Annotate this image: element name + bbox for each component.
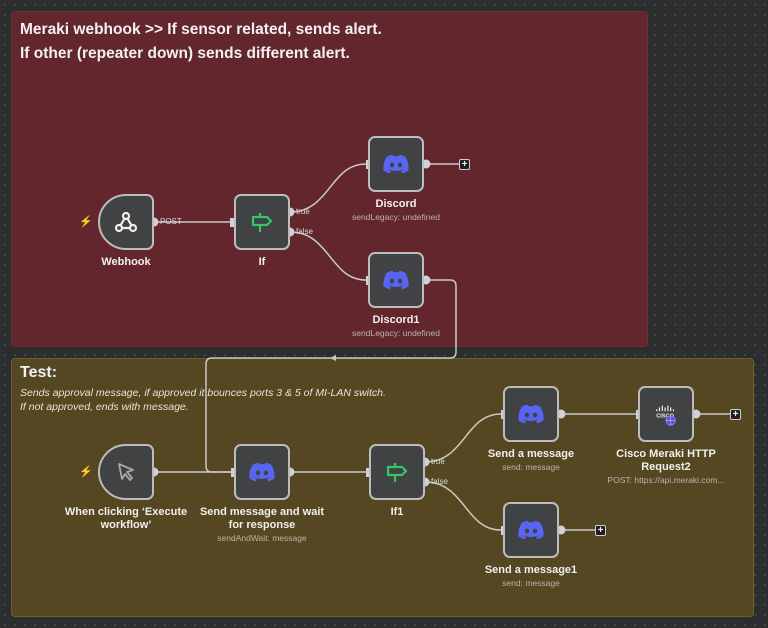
node-label: Cisco Meraki HTTP Request2 (596, 448, 736, 474)
node-label-line2: Request2 (641, 461, 691, 473)
node-subtitle: sendLegacy: undefined (352, 328, 440, 338)
arrowhead (330, 355, 336, 361)
node-label-line2: workflow’ (100, 519, 152, 531)
node-webhook[interactable] (98, 194, 154, 250)
port-label-false: false (431, 477, 448, 486)
port-label-true: true (296, 207, 310, 216)
add-node-button[interactable]: + (730, 409, 741, 420)
sticky-note-meraki-webhook[interactable]: Meraki webhook >> If sensor related, sen… (11, 11, 648, 347)
node-discord1[interactable] (368, 252, 424, 308)
trigger-bolt-icon: ⚡ (79, 216, 93, 228)
sticky-desc-line1: Sends approval message, if approved it b… (20, 387, 386, 399)
input-port (366, 468, 370, 477)
signpost-icon (248, 208, 276, 236)
node-send-message1[interactable] (503, 502, 559, 558)
signpost-icon (383, 458, 411, 486)
connection-if1-sendmsg (424, 413, 502, 463)
node-subtitle: POST: https://api.meraki.com... (607, 475, 725, 485)
node-label: Send a message1 (484, 564, 578, 576)
discord-icon (517, 400, 545, 428)
webhook-icon (112, 208, 140, 236)
connection-if1-sendmsg1 (424, 481, 502, 531)
port-label-post: POST (160, 217, 182, 226)
node-label: Discord1 (372, 314, 420, 326)
node-label: Webhook (101, 256, 151, 268)
sticky-title: Test: (20, 364, 58, 381)
trigger-bolt-icon: ⚡ (79, 466, 93, 478)
port-label-false: false (296, 227, 313, 236)
node-label-line1: Cisco Meraki HTTP (616, 448, 716, 460)
node-label: Send a message (487, 448, 575, 460)
sticky-description: Sends approval message, if approved it b… (20, 386, 386, 414)
node-label-line2: for response (228, 519, 296, 531)
node-cisco-meraki-http[interactable]: CISCO (638, 386, 694, 442)
node-label: If1 (390, 506, 404, 518)
connection-if-discord (289, 163, 367, 213)
node-label-line1: Send message and wait (199, 506, 325, 518)
node-subtitle: send: message (502, 462, 560, 472)
node-label: When clicking ‘Execute workflow’ (56, 506, 196, 532)
input-port (231, 468, 235, 477)
sticky-title-line2: If other (repeater down) sends different… (20, 45, 350, 62)
node-subtitle: sendAndWait: message (217, 533, 307, 543)
sticky-desc-line2: If not approved, ends with message. (20, 401, 189, 413)
cisco-http-icon: CISCO (652, 400, 680, 428)
svg-text:CISCO: CISCO (656, 414, 674, 420)
node-subtitle: send: message (502, 578, 560, 588)
connection-if-discord1 (289, 231, 367, 281)
sticky-title: Meraki webhook >> If sensor related, sen… (20, 18, 382, 66)
cursor-icon (112, 458, 140, 486)
node-if[interactable] (234, 194, 290, 250)
node-label: If (258, 256, 266, 268)
node-subtitle: sendLegacy: undefined (352, 212, 440, 222)
port-label-true: true (431, 457, 445, 466)
node-manual-trigger[interactable] (98, 444, 154, 500)
input-port (230, 218, 234, 227)
node-label: Discord (375, 198, 417, 210)
node-discord[interactable] (368, 136, 424, 192)
discord-icon (517, 516, 545, 544)
add-node-button[interactable]: + (595, 525, 606, 536)
add-node-button[interactable]: + (459, 159, 470, 170)
discord-icon (248, 458, 276, 486)
sticky-title-line1: Meraki webhook >> If sensor related, sen… (20, 21, 382, 38)
node-label: Send message and wait for response (178, 506, 346, 532)
node-if1[interactable] (369, 444, 425, 500)
node-label-line1: When clicking ‘Execute (64, 506, 188, 518)
discord-icon (382, 266, 410, 294)
node-send-message[interactable] (503, 386, 559, 442)
discord-icon (382, 150, 410, 178)
node-send-and-wait[interactable] (234, 444, 290, 500)
